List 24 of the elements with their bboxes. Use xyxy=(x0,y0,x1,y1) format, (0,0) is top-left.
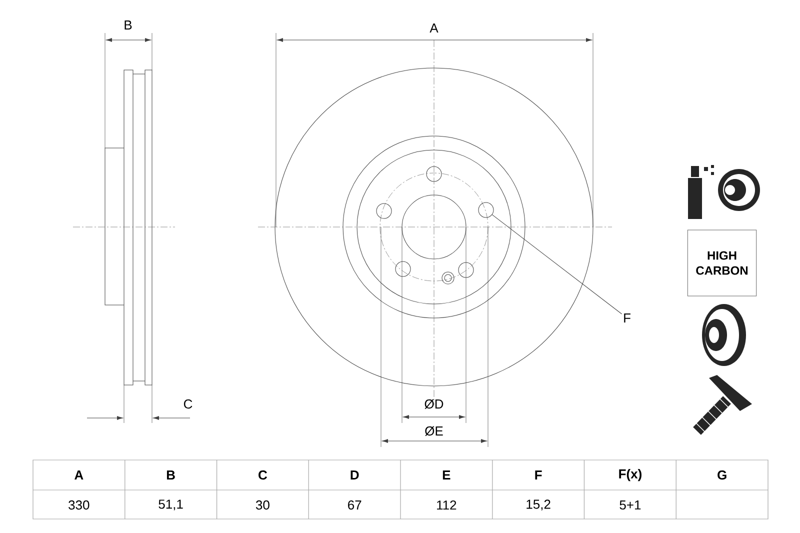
table-value: 15,2 xyxy=(526,500,550,510)
table-header: A xyxy=(74,470,84,480)
table-value: 30 xyxy=(256,500,270,510)
table-value: 51,1 xyxy=(158,500,183,510)
table-header: C xyxy=(258,470,268,480)
leader-line xyxy=(492,214,622,314)
bolt-hole xyxy=(478,202,494,218)
dimension-label: C xyxy=(184,399,192,409)
table-value: 67 xyxy=(348,500,362,510)
text-box: HIGH CARBON xyxy=(687,230,757,296)
table-header: F xyxy=(535,470,542,480)
table-value: 330 xyxy=(68,500,90,510)
table-header: D xyxy=(350,470,359,480)
table-value: 112 xyxy=(437,500,456,510)
table-value: 5+1 xyxy=(620,500,641,510)
dimension-label: A xyxy=(430,24,438,32)
table-header: E xyxy=(442,470,450,480)
table-header: G xyxy=(718,470,726,480)
dimension-label: ØD xyxy=(424,399,444,409)
table-header: B xyxy=(166,470,175,480)
dimension-label: ØE xyxy=(425,426,443,436)
callout-label: F xyxy=(624,314,630,322)
table-header: F(x) xyxy=(619,468,642,482)
dimension-label: B xyxy=(124,20,132,30)
